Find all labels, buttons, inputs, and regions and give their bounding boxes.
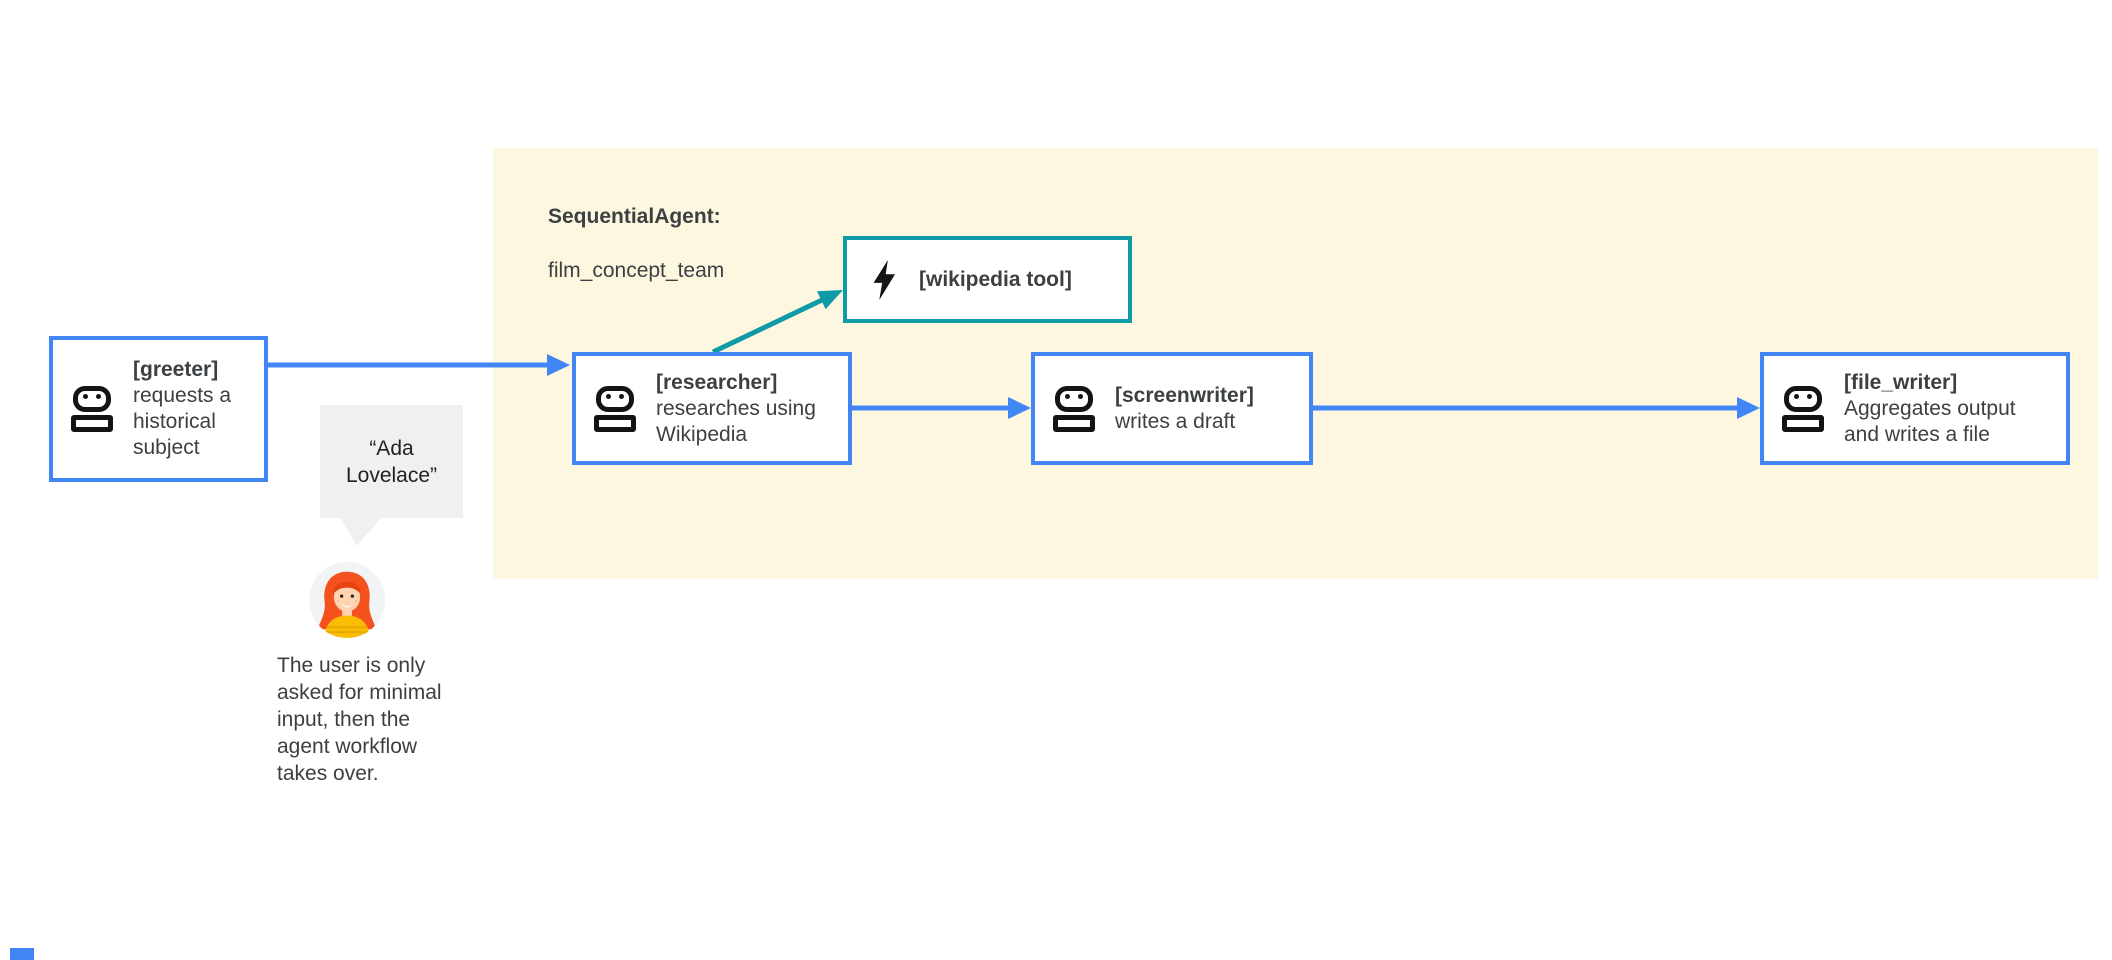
robot-icon (1780, 385, 1826, 432)
wikipedia-tool-name: [wikipedia tool] (919, 267, 1072, 291)
robot-icon (592, 385, 638, 432)
robot-icon (69, 386, 115, 432)
researcher-node-desc: researches using Wikipedia (656, 396, 816, 446)
speech-bubble: “Ada Lovelace” (320, 405, 463, 518)
file-writer-node: [file_writer] Aggregates output and writ… (1760, 352, 2070, 465)
speech-bubble-tail (340, 517, 382, 546)
sequential-agent-title: SequentialAgent: (548, 205, 721, 228)
user-caption: The user is only asked for minimal input… (277, 654, 442, 785)
sequential-agent-label: SequentialAgent: film_concept_team (548, 176, 724, 284)
greeter-node: [greeter] requests a historical subject (49, 336, 268, 482)
robot-icon (1051, 385, 1097, 432)
screenwriter-node: [screenwriter] writes a draft (1031, 352, 1313, 465)
greeter-node-name: [greeter] (133, 358, 219, 381)
file-writer-node-name: [file_writer] (1844, 370, 1958, 394)
lightning-bolt-icon (873, 259, 895, 300)
user-avatar (308, 561, 386, 639)
sequential-agent-name: film_concept_team (548, 259, 725, 282)
wikipedia-tool-node: [wikipedia tool] (843, 236, 1132, 323)
screenwriter-node-desc: writes a draft (1115, 409, 1236, 433)
cutoff-blue-shape (10, 948, 34, 960)
screenwriter-node-name: [screenwriter] (1115, 383, 1254, 407)
researcher-node-name: [researcher] (656, 370, 778, 394)
researcher-node: [researcher] researches using Wikipedia (572, 352, 852, 465)
greeter-node-desc: requests a historical subject (133, 384, 232, 459)
file-writer-node-desc: Aggregates output and writes a file (1844, 396, 2016, 446)
